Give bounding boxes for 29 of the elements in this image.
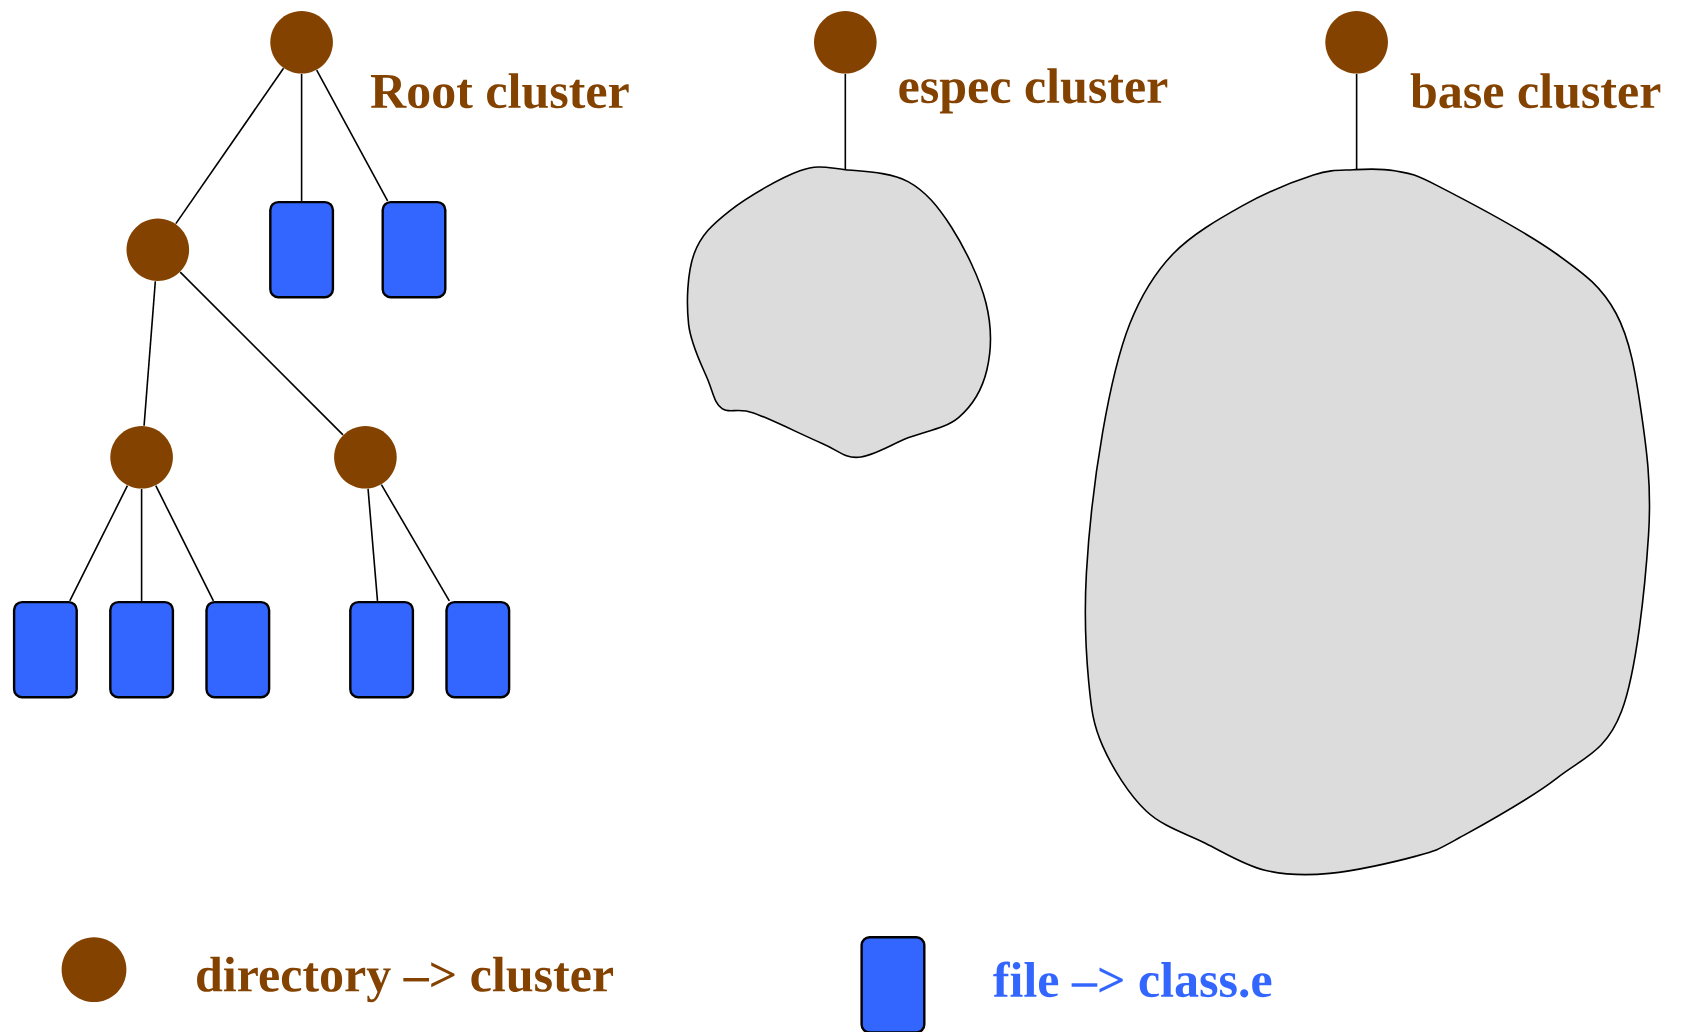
cluster-label: Root cluster [370,73,629,109]
file-box [269,200,335,299]
file-box [349,600,415,699]
connector-line [315,69,389,202]
cluster-blob [1084,168,1651,876]
file-box [205,600,271,699]
connector-line [69,484,129,602]
circle-node [334,426,397,489]
file-box [109,600,175,699]
legend-text: directory –> cluster [197,956,613,1003]
file-box [381,200,447,299]
connector-line [140,488,143,602]
cluster-label: espec cluster [899,68,1168,114]
file-box [445,600,511,699]
connector-line [143,280,157,427]
connector-line [155,484,215,602]
circle-node [126,218,190,281]
cluster-label: base cluster [1410,73,1661,109]
connector-line [300,73,303,202]
connector-line [380,483,451,602]
connector-line [844,73,847,171]
connector-line [1355,73,1358,171]
circle-node [110,426,173,489]
cluster-blob [686,166,992,459]
legend-text: file –> class.e [993,961,1272,998]
connector-line [367,488,379,602]
connector-line [175,67,285,225]
connector-line [179,271,344,436]
file-box [12,600,78,699]
